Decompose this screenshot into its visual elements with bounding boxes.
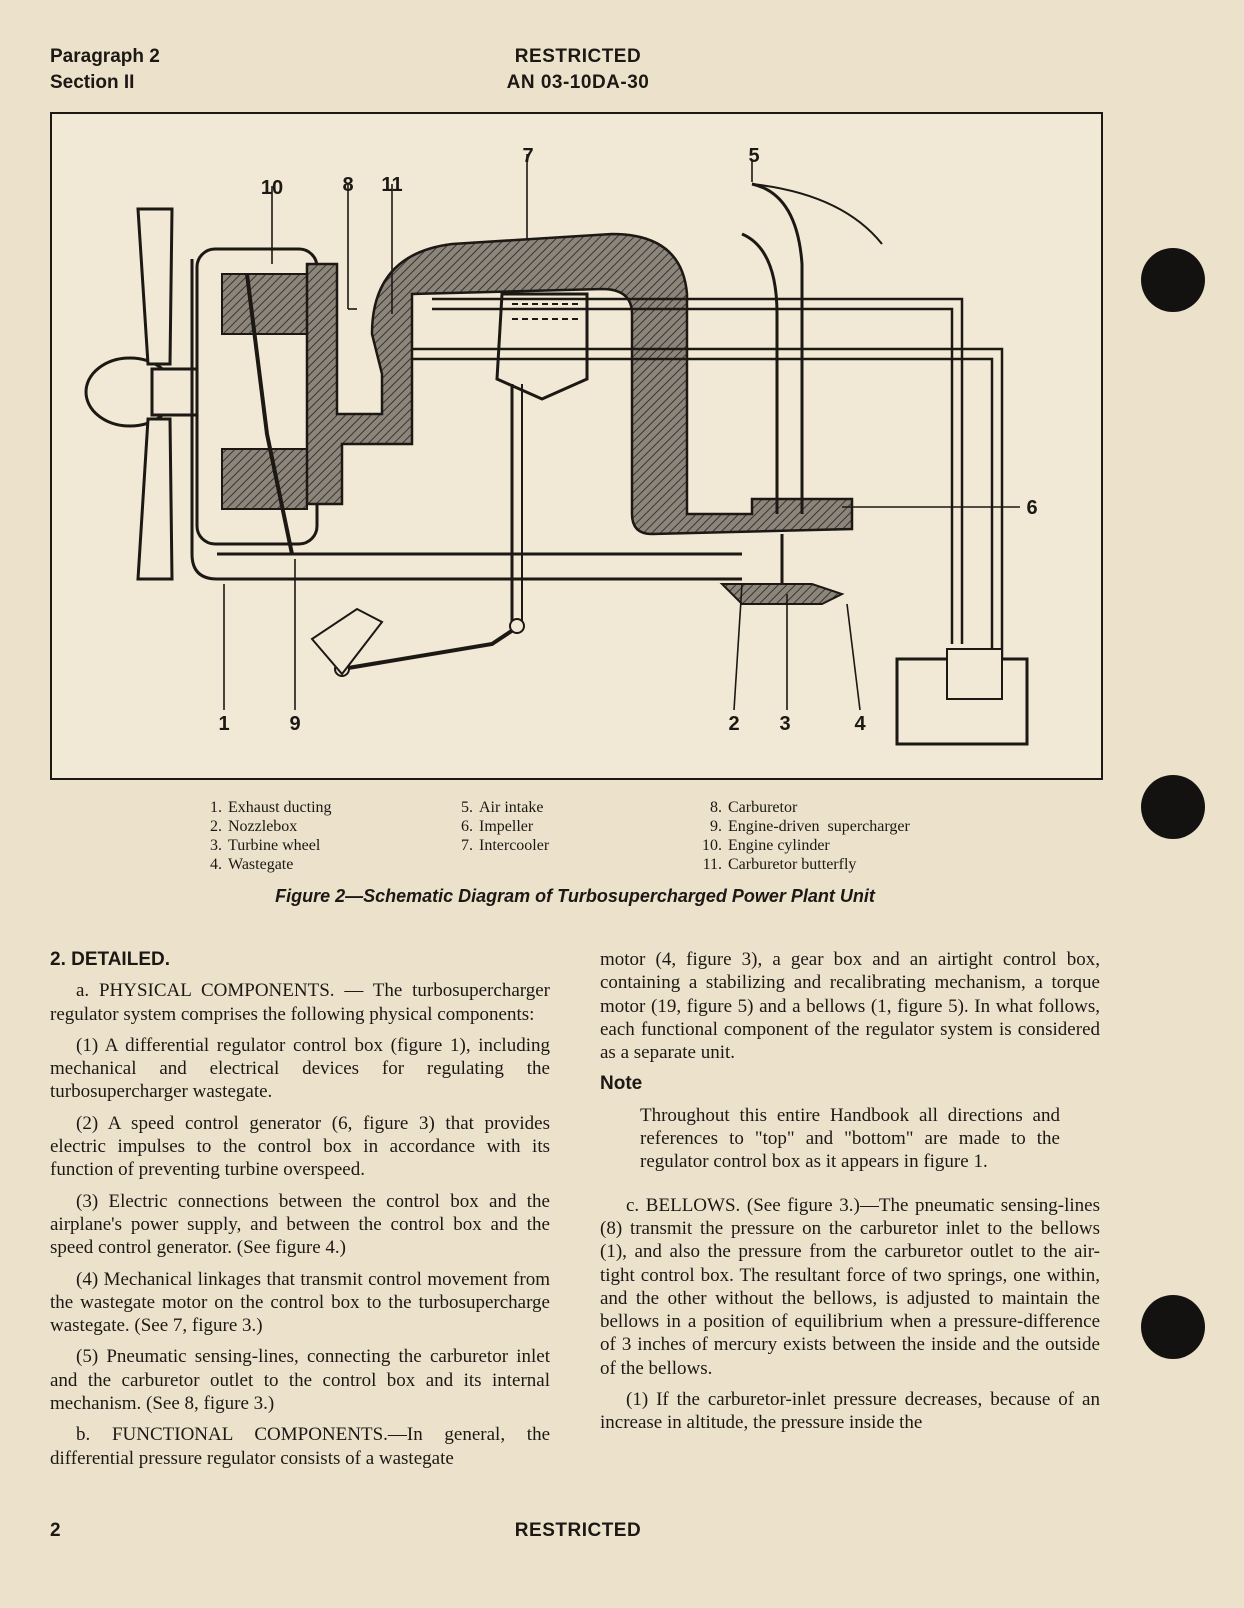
- section-label: Section II: [50, 72, 135, 93]
- classification-bottom: RESTRICTED: [514, 1520, 642, 1541]
- paragraph-b: b. FUNCTIONAL COMPONENTS.—In general, th…: [50, 1424, 550, 1469]
- callout-9: 9: [289, 713, 300, 735]
- exhaust-ducting: [190, 259, 742, 581]
- legend-item: 7.Intercooler: [461, 837, 550, 854]
- legend-item: 6.Impeller: [461, 818, 534, 835]
- wastegate-linkage: [310, 384, 525, 677]
- legend-item: 9.Engine-driven supercharger: [710, 818, 910, 835]
- doc-number: AN 03-10DA-30: [506, 72, 650, 93]
- legend-item: 1.Exhaust ducting: [210, 799, 332, 816]
- callout-4: 4: [854, 713, 866, 735]
- binder-hole: [1141, 248, 1205, 312]
- item-3: (3) Electric connections between the con…: [50, 1190, 550, 1259]
- callout-10: 10: [261, 177, 283, 199]
- callout-8: 8: [342, 174, 353, 196]
- control-box: [895, 648, 1029, 746]
- engine-block: [195, 247, 319, 555]
- callout-3: 3: [779, 713, 790, 735]
- legend-column-2: 5.Air intake 6.Impeller 7.Intercooler: [445, 798, 549, 855]
- callout-2: 2: [728, 713, 739, 735]
- turbine-assembly: [719, 534, 845, 605]
- sensing-lines: [412, 297, 1004, 714]
- callout-5: 5: [748, 145, 759, 167]
- page-number: 2: [50, 1520, 61, 1541]
- callout-numbers: 1 2 3 4 5 6 7 8 9 10 11: [218, 145, 1037, 735]
- callout-6: 6: [1026, 497, 1037, 519]
- legend-column-1: 1.Exhaust ducting 2.Nozzlebox 3.Turbine …: [190, 798, 332, 874]
- item-1: (1) A differential regulator control box…: [50, 1034, 550, 1103]
- right-column: motor (4, figure 3), a gear box and an a…: [600, 948, 1100, 1443]
- legend-item: 4.Wastegate: [210, 856, 294, 873]
- binder-hole: [1141, 775, 1205, 839]
- air-intake-ducts: [741, 182, 883, 514]
- paragraph-c: c. BELLOWS. (See figure 3.)—The pneumati…: [600, 1194, 1100, 1379]
- page-header-left: Paragraph 2 Section II: [50, 44, 160, 96]
- section-heading: 2. DETAILED.: [50, 949, 170, 970]
- leader-lines: [223, 154, 1020, 711]
- callout-1: 1: [218, 713, 229, 735]
- left-column: 2. DETAILED. a. PHYSICAL COMPONENTS. — T…: [50, 948, 550, 1478]
- callout-7: 7: [522, 145, 533, 167]
- classification-top: RESTRICTED: [514, 46, 642, 67]
- paragraph-label: Paragraph 2: [50, 46, 160, 67]
- legend-item: 8.Carburetor: [710, 799, 798, 816]
- item-5: (5) Pneumatic sensing-lines, connecting …: [50, 1346, 550, 1415]
- intercooler: [495, 292, 589, 401]
- intake-manifold: [305, 232, 854, 536]
- legend-column-3: 8.Carburetor 9.Engine-driven supercharge…: [686, 798, 910, 874]
- schematic-diagram: 1 2 3 4 5 6 7 8 9 10 11: [84, 145, 1038, 746]
- item-2: (2) A speed control generator (6, figure…: [50, 1112, 550, 1181]
- paragraph-c1: (1) If the carburetor-inlet pressure dec…: [600, 1389, 1100, 1434]
- paragraph-b-continued: motor (4, figure 3), a gear box and an a…: [600, 949, 1100, 1064]
- legend-item: 5.Air intake: [461, 799, 544, 816]
- figure-caption: Figure 2—Schematic Diagram of Turbosuper…: [275, 886, 875, 906]
- note-text: Throughout this entire Handbook all dire…: [640, 1104, 1060, 1173]
- legend-item: 2.Nozzlebox: [210, 818, 298, 835]
- legend-item: 11.Carburetor butterfly: [702, 856, 857, 873]
- callout-11: 11: [381, 174, 402, 196]
- paragraph-a: a. PHYSICAL COMPONENTS. — The turbosuper…: [50, 980, 550, 1025]
- note-title: Note: [600, 1073, 643, 1095]
- legend-item: 10.Engine cylinder: [702, 837, 830, 854]
- binder-hole: [1141, 1295, 1205, 1359]
- schematic-figure: 1 2 3 4 5 6 7 8 9 10 11: [50, 112, 1103, 780]
- page-header-center: RESTRICTED AN 03-10DA-30: [400, 44, 756, 96]
- legend-item: 3.Turbine wheel: [210, 837, 321, 854]
- item-4: (4) Mechanical linkages that transmit co…: [50, 1268, 550, 1337]
